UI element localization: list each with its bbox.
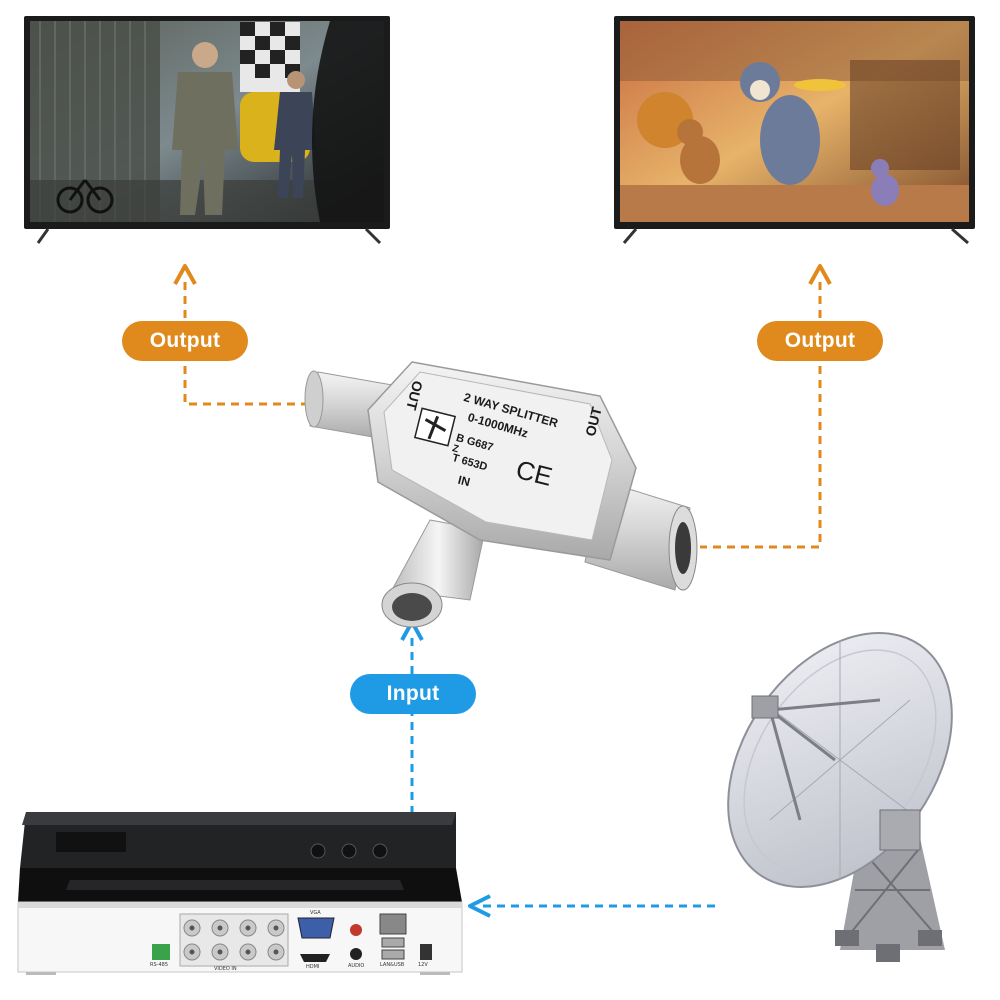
lan-port: [379, 913, 407, 935]
output-left-label: Output: [122, 321, 248, 361]
output-right-label: Output: [757, 321, 883, 361]
left-tv: [24, 16, 390, 245]
right-tv: [614, 16, 975, 245]
vga-port: [297, 917, 335, 939]
output-right-arrow-icon: [808, 264, 832, 285]
rs485-terminal: [152, 944, 170, 960]
dish-arrow-icon: [468, 894, 491, 918]
splitter-device: [304, 361, 698, 628]
eagle-emblem-icon: [424, 415, 447, 440]
video-in-label: VIDEO IN: [214, 966, 237, 972]
satellite-dish: [727, 632, 953, 962]
vga-label: VGA: [310, 910, 321, 916]
dish-connector: [468, 894, 715, 918]
usb-port-2: [381, 949, 405, 960]
output-left-arrow-icon: [173, 264, 197, 285]
output-left-connector: [173, 264, 305, 406]
rs485-label: RS-485: [150, 962, 168, 968]
hdmi-label: HDMI: [306, 964, 320, 970]
power-label: 12V: [418, 962, 428, 968]
usb-port-1: [381, 937, 405, 948]
hdmi-port: [300, 954, 330, 962]
dvr-lock-icon: [341, 843, 357, 859]
lan-usb-label: LAN&USB: [380, 962, 405, 968]
dvr-recorder: [17, 812, 463, 975]
dvr-power-icon: [310, 843, 326, 859]
audio-label: AUDIO: [348, 963, 365, 969]
audio-out-port: [350, 924, 362, 936]
dvr-network-icon: [372, 843, 388, 859]
input-label: Input: [350, 674, 476, 714]
output-right-connector: [700, 264, 832, 549]
audio-in-port: [350, 948, 362, 960]
power-jack: [420, 944, 432, 960]
